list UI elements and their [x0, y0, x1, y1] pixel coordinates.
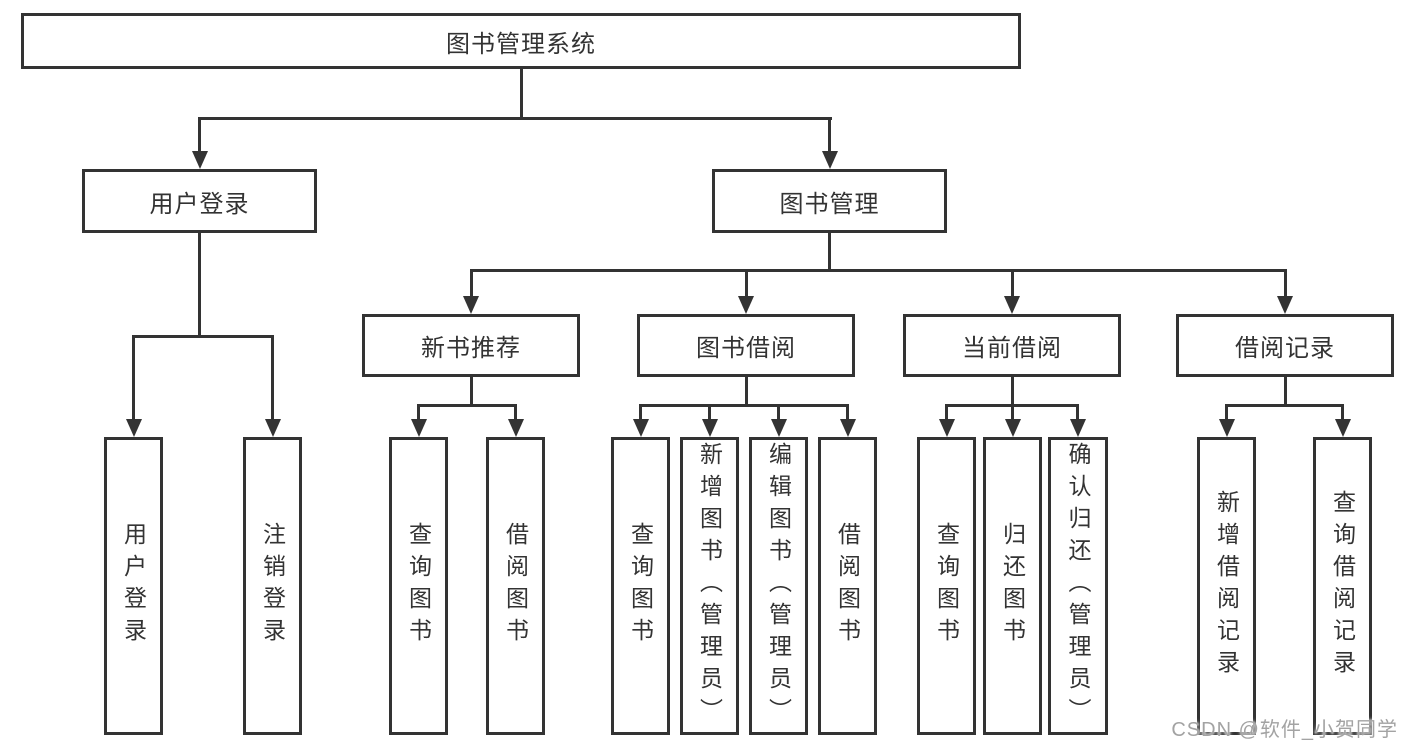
node-label: 当前借阅	[962, 335, 1062, 362]
node-label: 图书管理系统	[446, 30, 596, 58]
connector-bar	[198, 116, 832, 120]
node-label: 查询借阅记录	[1329, 490, 1356, 682]
leaf-return-books: 归还图书	[983, 437, 1042, 735]
node-label: 查询图书	[933, 522, 960, 650]
leaf-query-borrow-record: 查询借阅记录	[1313, 437, 1372, 735]
node-system-root: 图书管理系统	[21, 13, 1021, 69]
connector-bar	[417, 403, 517, 407]
node-label: 确认归还（管理员）	[1065, 442, 1091, 730]
node-book-management: 图书管理	[712, 169, 947, 233]
connector-drop	[1010, 269, 1014, 298]
arrow-down-icon	[1004, 419, 1021, 437]
node-book-borrowing: 图书借阅	[637, 314, 855, 377]
arrow-down-icon	[770, 419, 787, 437]
connector-drop	[132, 335, 135, 421]
connector-trunk	[744, 377, 748, 405]
arrow-down-icon	[1277, 296, 1293, 314]
leaf-query-books-borrowing: 查询图书	[611, 437, 670, 735]
arrow-down-icon	[410, 419, 427, 437]
connector-drop	[639, 404, 642, 421]
arrow-down-icon	[738, 296, 754, 314]
node-user-login: 用户登录	[82, 169, 317, 233]
connector-drop	[1225, 404, 1228, 421]
connector-drop	[945, 404, 948, 421]
leaf-add-borrow-record: 新增借阅记录	[1197, 437, 1256, 735]
leaf-add-books-admin: 新增图书（管理员）	[680, 437, 739, 735]
connector-trunk	[519, 69, 523, 118]
arrow-down-icon	[938, 419, 955, 437]
connector-drop	[777, 404, 780, 421]
connector-bar	[1225, 403, 1344, 407]
node-borrowing-records: 借阅记录	[1176, 314, 1394, 377]
node-label: 图书借阅	[696, 335, 796, 362]
arrow-down-icon	[264, 419, 281, 437]
node-label: 用户登录	[149, 190, 250, 218]
leaf-query-books-recommend: 查询图书	[389, 437, 448, 735]
node-label: 用户登录	[120, 522, 147, 650]
arrow-down-icon	[701, 419, 718, 437]
connector-bar	[469, 268, 1287, 272]
leaf-edit-books-admin: 编辑图书（管理员）	[749, 437, 808, 735]
connector-drop	[846, 404, 849, 421]
node-label: 查询图书	[627, 522, 654, 650]
node-label: 新增借阅记录	[1213, 490, 1240, 682]
leaf-logout: 注销登录	[243, 437, 302, 735]
connector-drop	[271, 335, 274, 421]
arrow-down-icon	[1069, 419, 1086, 437]
arrow-down-icon	[632, 419, 649, 437]
node-label: 注销登录	[259, 522, 286, 650]
watermark: CSDN @软件_小贺同学	[1171, 719, 1398, 741]
connector-drop	[708, 404, 711, 421]
arrow-down-icon	[463, 296, 479, 314]
node-label: 新增图书（管理员）	[696, 442, 723, 730]
connector-trunk	[1010, 377, 1014, 405]
connector-drop	[469, 269, 473, 298]
arrow-down-icon	[821, 151, 838, 169]
node-label: 新书推荐	[421, 335, 521, 362]
arrow-down-icon	[191, 151, 208, 169]
node-label: 编辑图书（管理员）	[765, 442, 792, 730]
leaf-user-login: 用户登录	[104, 437, 163, 735]
node-label: 借阅图书	[834, 522, 861, 650]
leaf-confirm-return-admin: 确认归还（管理员）	[1048, 437, 1108, 735]
leaf-borrow-books: 借阅图书	[818, 437, 877, 735]
connector-bar	[639, 403, 849, 407]
node-current-borrowing: 当前借阅	[903, 314, 1121, 377]
connector-drop	[1076, 404, 1079, 421]
arrow-down-icon	[1218, 419, 1235, 437]
node-label: 归还图书	[999, 522, 1026, 650]
connector-trunk	[828, 233, 831, 270]
connector-drop	[198, 117, 201, 153]
connector-drop	[417, 404, 420, 421]
connector-trunk	[198, 233, 201, 336]
leaf-borrow-books-recommend: 借阅图书	[486, 437, 545, 735]
connector-drop	[1341, 404, 1344, 421]
arrow-down-icon	[839, 419, 856, 437]
connector-bar	[132, 334, 274, 338]
node-label: 借阅图书	[502, 522, 529, 650]
connector-trunk	[1283, 377, 1287, 405]
arrow-down-icon	[125, 419, 142, 437]
connector-drop	[1011, 404, 1014, 421]
connector-trunk	[469, 377, 473, 405]
connector-drop	[1283, 269, 1287, 298]
node-label: 借阅记录	[1235, 335, 1335, 362]
leaf-query-books-current: 查询图书	[917, 437, 976, 735]
connector-drop	[744, 269, 748, 298]
arrow-down-icon	[1004, 296, 1020, 314]
node-label: 查询图书	[405, 522, 432, 650]
node-label: 图书管理	[779, 190, 880, 218]
arrow-down-icon	[507, 419, 524, 437]
node-new-book-recommend: 新书推荐	[362, 314, 580, 377]
connector-drop	[514, 404, 517, 421]
arrow-down-icon	[1334, 419, 1351, 437]
connector-drop	[828, 117, 831, 153]
